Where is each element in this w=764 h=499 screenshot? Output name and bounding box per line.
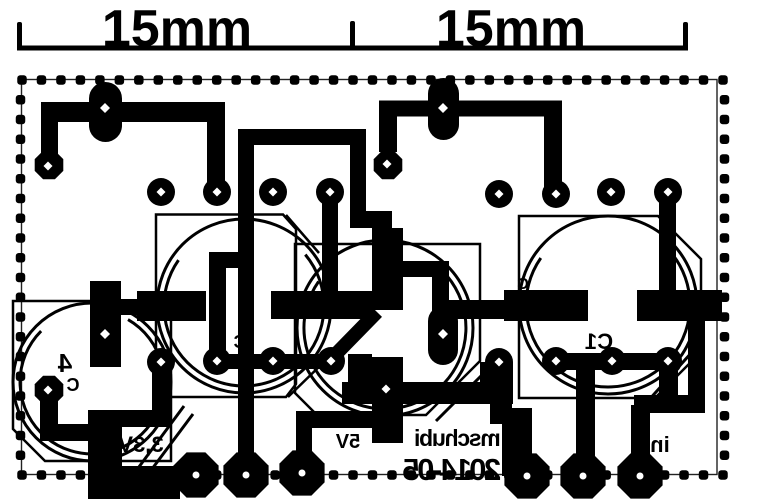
svg-text:4: 4 bbox=[57, 348, 72, 378]
svg-text:C: C bbox=[517, 276, 529, 293]
svg-text:mschubi: mschubi bbox=[415, 425, 500, 451]
svg-text:in: in bbox=[650, 432, 670, 457]
svg-text:C: C bbox=[67, 375, 80, 395]
svg-text:3,3V: 3,3V bbox=[118, 432, 164, 457]
svg-text:2014-05: 2014-05 bbox=[403, 452, 502, 487]
svg-text:15mm: 15mm bbox=[436, 0, 586, 58]
svg-text:C: C bbox=[234, 332, 247, 352]
svg-text:15mm: 15mm bbox=[102, 0, 252, 58]
svg-text:C1: C1 bbox=[585, 329, 613, 354]
svg-text:5V: 5V bbox=[335, 431, 360, 453]
